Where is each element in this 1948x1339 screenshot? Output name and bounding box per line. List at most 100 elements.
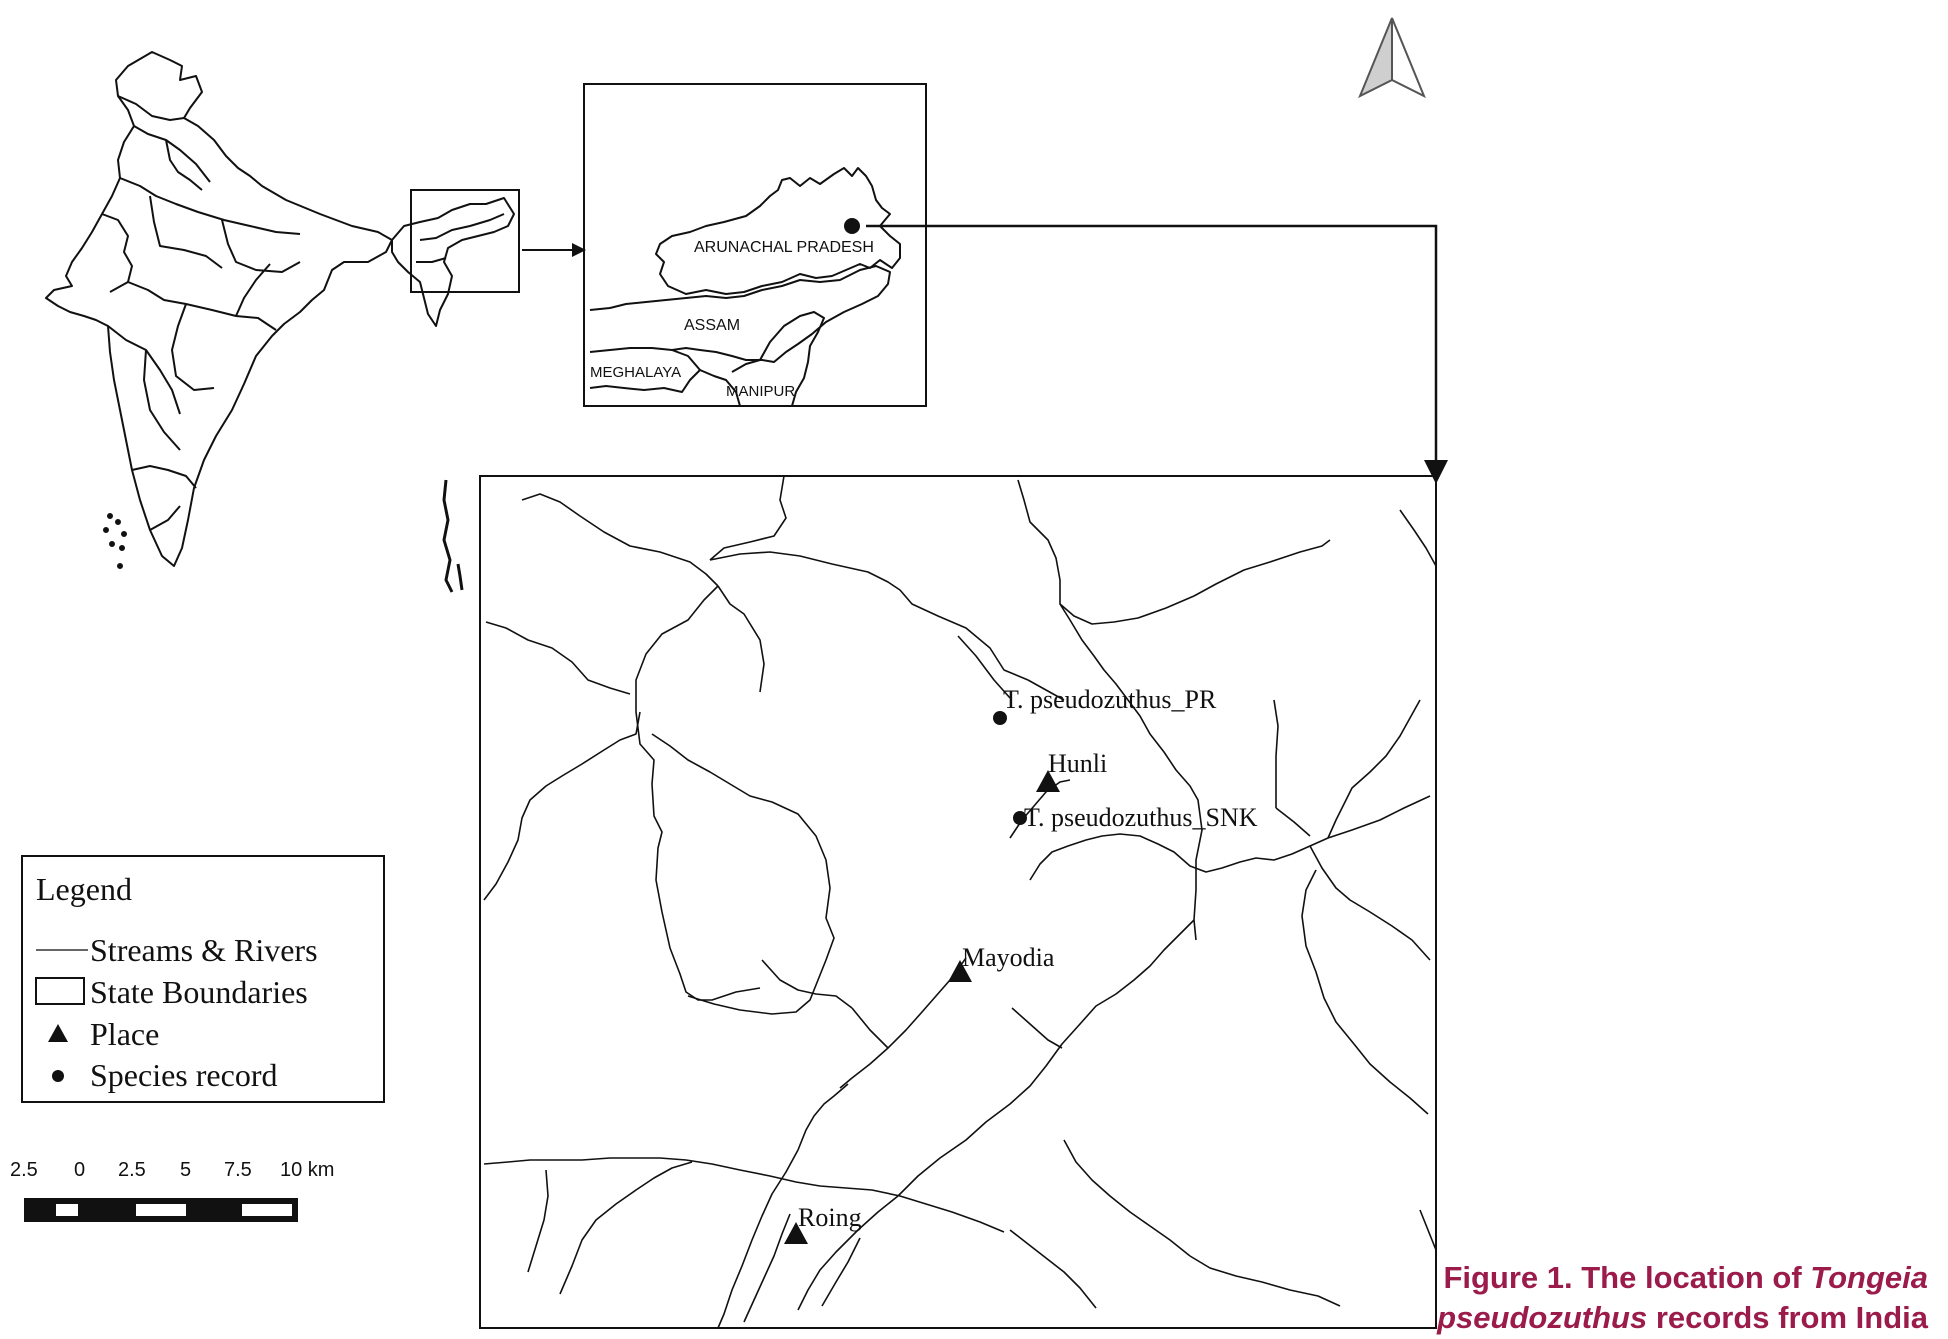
stream [483, 711, 641, 901]
state-line [107, 325, 181, 415]
island [456, 563, 464, 591]
stream [559, 1161, 693, 1295]
stream [1029, 795, 1431, 881]
caption-suffix: records from India [1647, 1300, 1928, 1335]
meghalaya-boundary [589, 347, 701, 393]
inset-species-record [844, 218, 860, 234]
connector-arrow-1 [522, 243, 586, 257]
stream [1059, 603, 1203, 941]
stream [1301, 869, 1429, 1115]
label-assam: ASSAM [684, 317, 740, 334]
place-marker [948, 960, 972, 982]
streams [483, 475, 1437, 1329]
legend-item-label: Species record [90, 1057, 277, 1093]
scale-bar: 2.5 0 2.5 5 7.5 10 km [10, 1159, 334, 1222]
state-line [149, 505, 181, 531]
state-line [127, 281, 277, 331]
stream [797, 1083, 849, 1151]
stream [1017, 479, 1195, 625]
species-record-marker [1013, 811, 1027, 825]
species-record-marker [993, 711, 1007, 725]
state-line [235, 263, 271, 317]
legend-item-label: Place [90, 1016, 159, 1052]
stream [635, 585, 761, 1001]
state-line [171, 303, 215, 391]
state-line [149, 195, 223, 269]
india-map [45, 51, 464, 593]
india-northeast [391, 197, 515, 327]
stream [521, 493, 719, 587]
main-map: T. pseudozuthus_PR T. pseudozuthus_SNK H… [479, 475, 1437, 1329]
stream [1011, 1007, 1063, 1049]
inset-map: ARUNACHAL PRADESH ASSAM MEGHALAYA MANIPU… [583, 83, 927, 407]
scale-tick: 7.5 [224, 1159, 252, 1181]
northeast-outline [391, 197, 515, 327]
legend-dot-symbol [52, 1070, 64, 1082]
stream [1309, 845, 1431, 961]
stream [761, 959, 853, 1009]
stream [797, 919, 1195, 1311]
species-record-label: T. pseudozuthus_SNK [1024, 803, 1258, 832]
stream [527, 1169, 549, 1273]
island [117, 563, 123, 569]
stream [1063, 1139, 1191, 1257]
stream [1009, 1229, 1097, 1309]
place-label: Roing [798, 1203, 862, 1232]
stream [709, 551, 1029, 681]
scale-tick: 2.5 [118, 1159, 146, 1181]
state-line [221, 219, 301, 273]
state-line [131, 465, 197, 489]
state-line [416, 257, 447, 263]
stream [651, 733, 835, 1015]
scale-bar-segment [136, 1204, 186, 1216]
stream [485, 621, 631, 695]
state-line [165, 139, 203, 191]
state-line [143, 349, 181, 451]
scale-bar-segment [56, 1204, 78, 1216]
connector-arrow-2 [866, 224, 1448, 484]
caption-species: pseudozuthus [1437, 1300, 1648, 1335]
stream [483, 1157, 1005, 1233]
scale-tick: 0 [74, 1159, 85, 1181]
stream [1027, 679, 1065, 701]
stream [957, 635, 1011, 699]
stream [1275, 807, 1311, 837]
label-arunachal: ARUNACHAL PRADESH [694, 239, 874, 256]
state-line [117, 95, 185, 121]
assam-boundary [589, 265, 891, 363]
caption-genus: Tongeia [1810, 1260, 1928, 1295]
state-line [699, 369, 741, 407]
state-line [419, 213, 505, 241]
island [121, 531, 127, 537]
island [115, 519, 121, 525]
state-line [101, 213, 133, 293]
species-record-label: T. pseudozuthus_PR [1003, 685, 1217, 714]
arunachal-boundary [655, 167, 901, 295]
place-label: Hunli [1048, 749, 1107, 778]
island [442, 479, 454, 593]
stream [1193, 539, 1331, 597]
island [103, 527, 109, 533]
scale-tick: 5 [180, 1159, 191, 1181]
stream [709, 475, 787, 561]
label-meghalaya: MEGHALAYA [590, 364, 681, 381]
stream [1273, 699, 1279, 808]
scale-tick: 10 km [280, 1159, 334, 1181]
stream [1419, 1209, 1437, 1251]
legend-item-label: State Boundaries [90, 974, 308, 1010]
stream [821, 1237, 861, 1307]
stream [839, 957, 967, 1089]
island [109, 541, 115, 547]
inset-frame [583, 83, 927, 407]
legend-rect-symbol [35, 977, 85, 1005]
stream [1399, 509, 1437, 567]
india-outline [45, 51, 393, 567]
manipur-boundary [731, 311, 825, 407]
stream [1189, 1255, 1341, 1307]
stream [851, 1007, 889, 1049]
legend-triangle-symbol [48, 1024, 68, 1042]
north-arrow-icon [1358, 17, 1426, 99]
india-focus-box [410, 189, 520, 293]
state-line [133, 125, 211, 183]
